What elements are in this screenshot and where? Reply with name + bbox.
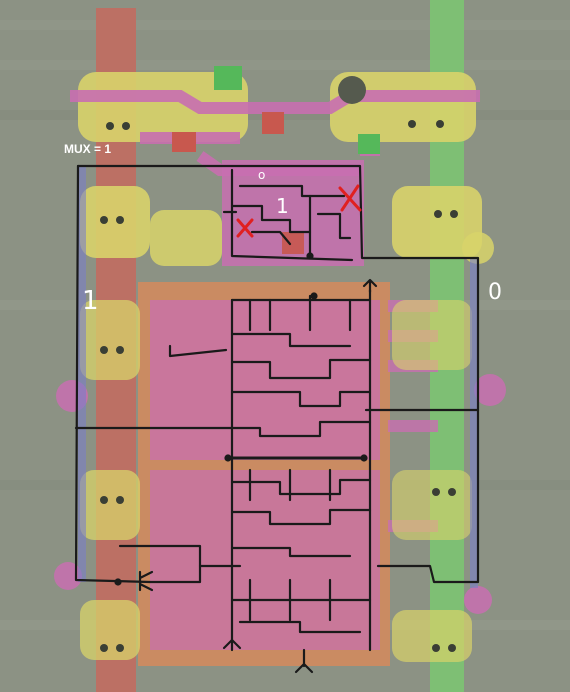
mux-select-label: MUX = 1 xyxy=(64,142,112,156)
contact-dark-top xyxy=(338,76,366,104)
red-via-left xyxy=(172,132,196,152)
red-cross-marks xyxy=(236,184,362,238)
cross-left xyxy=(236,218,254,238)
mux-outer-loop xyxy=(76,164,480,584)
green-via-top xyxy=(214,66,242,90)
right-bus-value: 0 xyxy=(488,280,502,305)
hand-drawn-wiring xyxy=(74,164,480,674)
main-logic-block xyxy=(80,282,472,666)
cross-right xyxy=(338,184,362,212)
left-bus-wire xyxy=(74,164,152,584)
left-bus-value: 1 xyxy=(82,286,99,316)
red-via-top xyxy=(262,112,284,134)
blue-bus-right xyxy=(470,258,478,588)
small-node-value: o xyxy=(258,168,266,182)
blue-bus-left xyxy=(78,166,86,582)
inner-block-value: 1 xyxy=(276,194,289,218)
green-via-right xyxy=(358,134,380,154)
